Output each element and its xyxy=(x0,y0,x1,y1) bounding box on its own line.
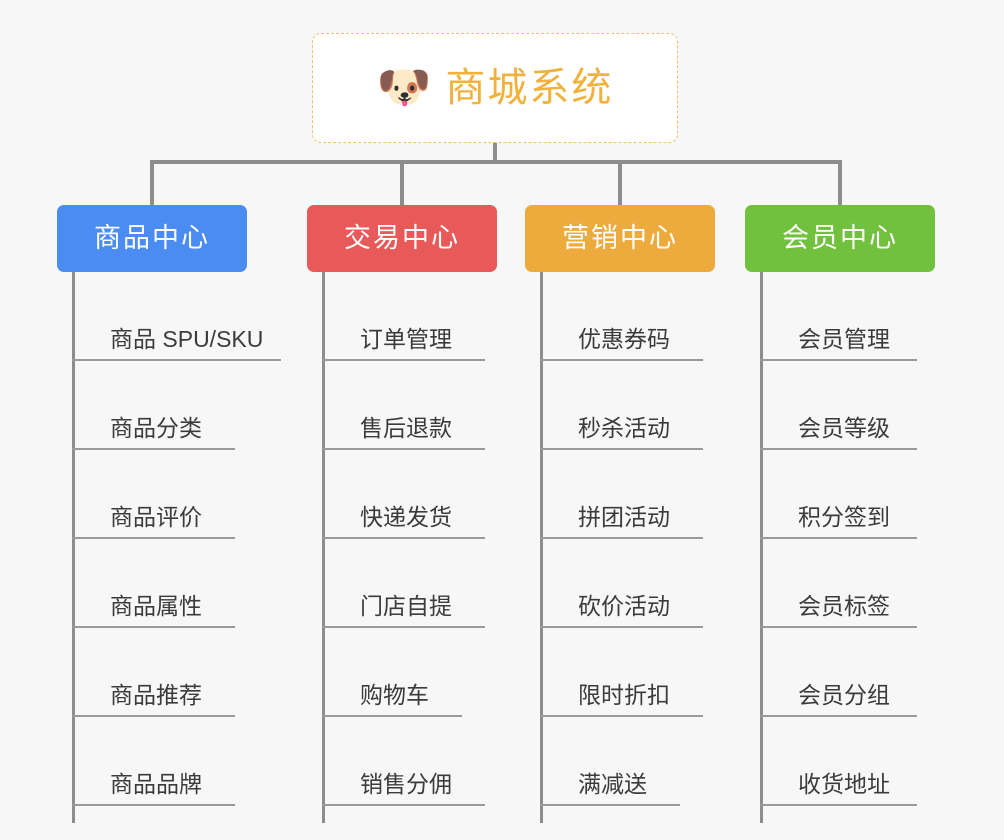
leaf-item[interactable]: 售后退款 xyxy=(322,361,495,450)
leaf-item-underline xyxy=(760,537,917,539)
leaf-item[interactable]: 购物车 xyxy=(322,628,472,717)
leaf-item-label: 积分签到 xyxy=(798,504,890,530)
leaf-item-label: 购物车 xyxy=(360,682,429,708)
leaf-item[interactable]: 优惠券码 xyxy=(540,272,713,361)
leaf-item-label: 收货地址 xyxy=(798,771,890,797)
leaf-item-underline xyxy=(72,537,235,539)
leaf-item-label: 售后退款 xyxy=(360,415,452,441)
leaf-item-underline xyxy=(72,448,235,450)
leaf-item-label: 商品 SPU/SKU xyxy=(110,326,264,352)
leaf-item[interactable]: 砍价活动 xyxy=(540,539,713,628)
leaf-item-label: 商品分类 xyxy=(110,415,202,441)
leaf-item-label: 会员分组 xyxy=(798,682,890,708)
leaf-item-underline xyxy=(72,626,235,628)
leaf-item-underline xyxy=(72,804,235,806)
leaf-item-label: 订单管理 xyxy=(360,326,452,352)
category-box-4[interactable]: 会员中心 xyxy=(745,205,935,272)
category-label: 商品中心 xyxy=(94,223,210,253)
column-spine xyxy=(322,272,325,823)
leaf-item-label: 会员管理 xyxy=(798,326,890,352)
leaf-item-underline xyxy=(760,804,917,806)
leaf-item-label: 限时折扣 xyxy=(578,682,670,708)
leaf-item[interactable]: 收货地址 xyxy=(760,717,927,806)
root-node-content: 🐶 商城系统 xyxy=(377,66,614,110)
leaf-item[interactable]: 秒杀活动 xyxy=(540,361,713,450)
leaf-item-underline xyxy=(760,626,917,628)
leaf-item[interactable]: 满减送 xyxy=(540,717,690,806)
leaf-item-label: 优惠券码 xyxy=(578,326,670,352)
leaf-item-label: 会员等级 xyxy=(798,415,890,441)
leaf-item-underline xyxy=(540,448,703,450)
leaf-item[interactable]: 限时折扣 xyxy=(540,628,713,717)
leaf-item-underline xyxy=(760,448,917,450)
leaf-item-underline xyxy=(540,715,703,717)
leaf-item[interactable]: 商品推荐 xyxy=(72,628,245,717)
leaf-item[interactable]: 门店自提 xyxy=(322,539,495,628)
leaf-item[interactable]: 拼团活动 xyxy=(540,450,713,539)
leaf-item-underline xyxy=(322,359,485,361)
root-node-shopping-mall-system[interactable]: 🐶 商城系统 xyxy=(312,33,678,143)
leaf-item-label: 商品评价 xyxy=(110,504,202,530)
category-box-2[interactable]: 交易中心 xyxy=(307,205,497,272)
category-label: 营销中心 xyxy=(562,223,678,253)
leaf-item-label: 拼团活动 xyxy=(578,504,670,530)
leaf-item-underline xyxy=(322,537,485,539)
category-label: 交易中心 xyxy=(344,223,460,253)
leaf-item-underline xyxy=(322,715,462,717)
leaf-item-label: 商品品牌 xyxy=(110,771,202,797)
leaf-item[interactable]: 会员分组 xyxy=(760,628,927,717)
column-spine xyxy=(72,272,75,823)
leaf-item-label: 砍价活动 xyxy=(578,593,670,619)
leaf-item-underline xyxy=(540,804,680,806)
leaf-item-label: 满减送 xyxy=(578,771,647,797)
leaf-item[interactable]: 会员等级 xyxy=(760,361,927,450)
leaf-item[interactable]: 商品评价 xyxy=(72,450,245,539)
leaf-item[interactable]: 销售分佣 xyxy=(322,717,495,806)
leaf-item-underline xyxy=(540,626,703,628)
leaf-item[interactable]: 商品属性 xyxy=(72,539,245,628)
leaf-item-label: 商品推荐 xyxy=(110,682,202,708)
category-label: 会员中心 xyxy=(782,223,898,253)
leaf-item-underline xyxy=(72,715,235,717)
leaf-item-label: 秒杀活动 xyxy=(578,415,670,441)
connector-root-vertical xyxy=(493,143,497,164)
root-node-title: 商城系统 xyxy=(445,66,614,110)
category-box-1[interactable]: 商品中心 xyxy=(57,205,247,272)
leaf-item-label: 会员标签 xyxy=(798,593,890,619)
leaf-item[interactable]: 商品 SPU/SKU xyxy=(72,272,291,361)
shiba-dog-face-icon: 🐶 xyxy=(376,62,432,113)
leaf-item-underline xyxy=(322,804,485,806)
leaf-item[interactable]: 会员管理 xyxy=(760,272,927,361)
leaf-item[interactable]: 快递发货 xyxy=(322,450,495,539)
connector-drop-3 xyxy=(618,160,622,205)
leaf-item[interactable]: 会员标签 xyxy=(760,539,927,628)
connector-drop-1 xyxy=(150,160,154,205)
leaf-item-label: 销售分佣 xyxy=(360,771,452,797)
leaf-item-label: 门店自提 xyxy=(360,593,452,619)
leaf-item-underline xyxy=(540,359,703,361)
connector-drop-4 xyxy=(838,160,842,205)
leaf-item-underline xyxy=(322,448,485,450)
category-box-3[interactable]: 营销中心 xyxy=(525,205,715,272)
connector-horizontal-bus xyxy=(150,160,840,164)
leaf-item[interactable]: 订单管理 xyxy=(322,272,495,361)
leaf-item-label: 快递发货 xyxy=(360,504,452,530)
leaf-item-underline xyxy=(760,715,917,717)
leaf-item-underline xyxy=(540,537,703,539)
connector-drop-2 xyxy=(400,160,404,205)
column-spine xyxy=(540,272,543,823)
leaf-item[interactable]: 积分签到 xyxy=(760,450,927,539)
leaf-item[interactable]: 商品品牌 xyxy=(72,717,245,806)
leaf-item-label: 商品属性 xyxy=(110,593,202,619)
leaf-item-underline xyxy=(760,359,917,361)
leaf-item-underline xyxy=(72,359,281,361)
column-spine xyxy=(760,272,763,823)
leaf-item[interactable]: 商品分类 xyxy=(72,361,245,450)
leaf-item-underline xyxy=(322,626,485,628)
